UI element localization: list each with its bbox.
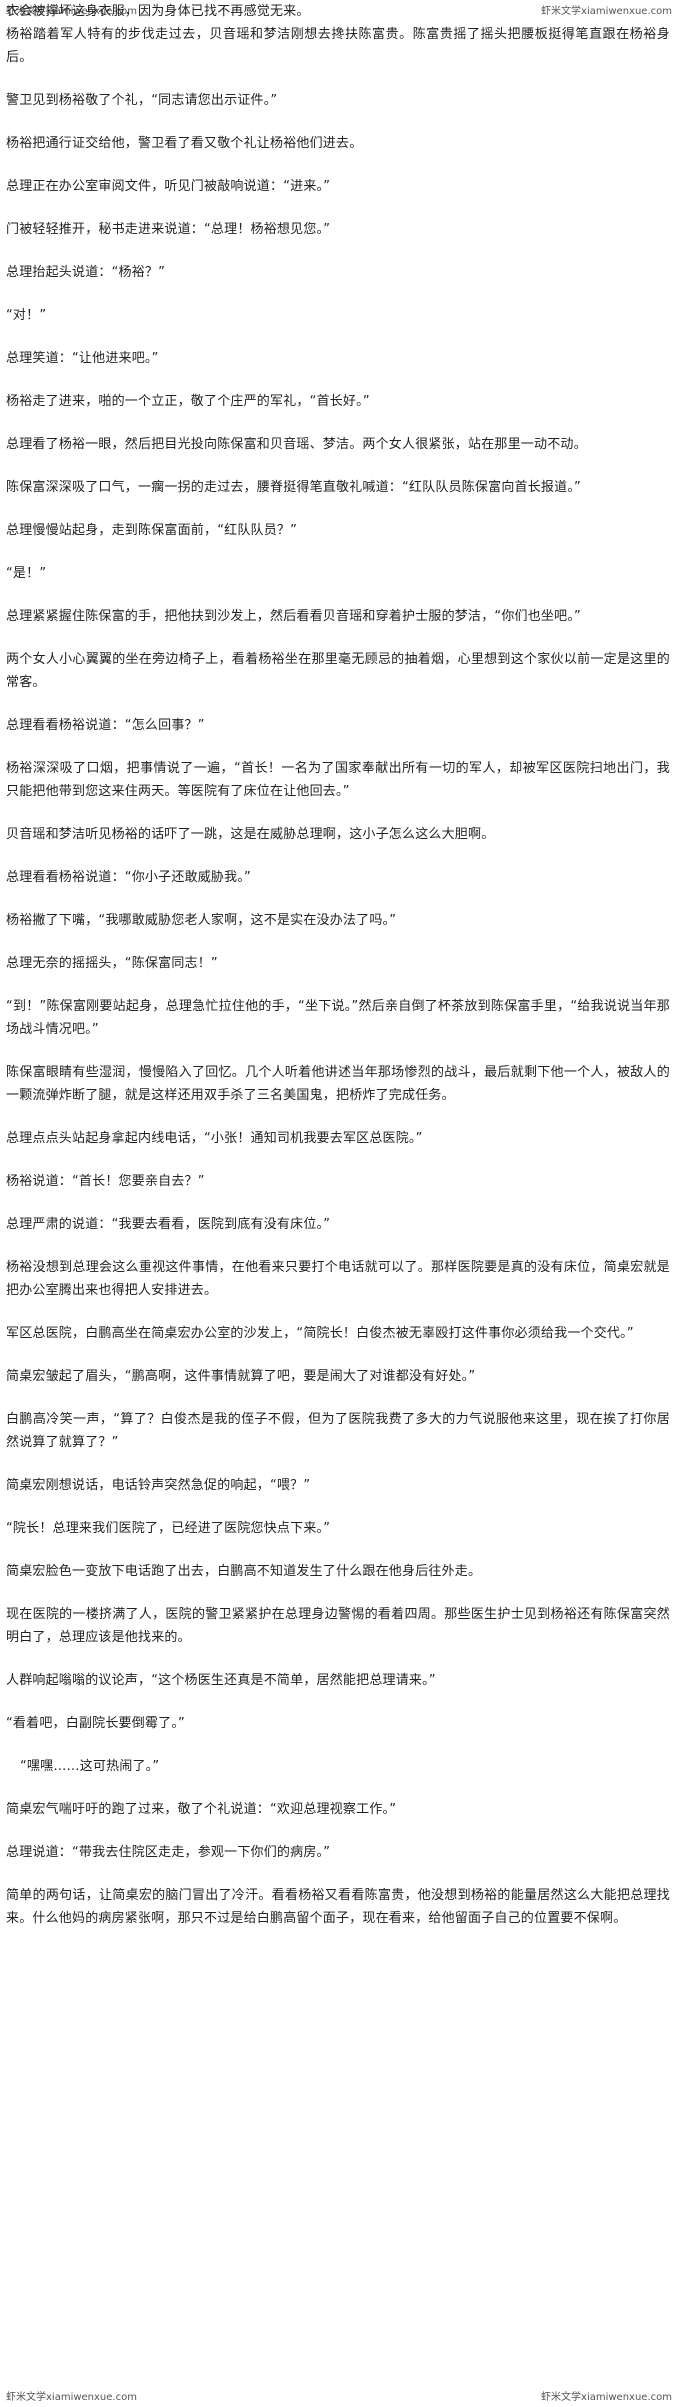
paragraph: 陈保富深深吸了口气，一瘸一拐的走过去，腰脊挺得笔直敬礼喊道：“红队队员陈保富向首… [6, 480, 581, 495]
watermark-bottom-left: 虾米文学xiamiwenxue.com [6, 2392, 137, 2403]
paragraph: “看着吧，白副院长要倒霉了。” [6, 1716, 185, 1731]
paragraph: 简桌宏气喘吁吁的跑了过来，敬了个礼说道：“欢迎总理视察工作。” [6, 1802, 397, 1817]
paragraph: 总理看了杨裕一眼，然后把目光投向陈保富和贝音瑶、梦洁。两个女人很紧张，站在那里一… [6, 437, 587, 452]
paragraph: 杨裕没想到总理会这么重视这件事情，在他看来只要打个电话就可以了。那样医院要是真的… [6, 1260, 670, 1298]
paragraph: 警卫见到杨裕敬了个礼，“同志请您出示证件。” [6, 93, 278, 108]
paragraph: 总理严肃的说道：“我要去看看，医院到底有没有床位。” [6, 1217, 331, 1232]
paragraph: 现在医院的一楼挤满了人，医院的警卫紧紧护在总理身边警惕的看着四周。那些医生护士见… [6, 1607, 670, 1645]
paragraph: 两个女人小心翼翼的坐在旁边椅子上，看着杨裕坐在那里毫无顾忌的抽着烟，心里想到这个… [6, 652, 670, 690]
paragraph: 简单的两句话，让简桌宏的脑门冒出了冷汗。看看杨裕又看看陈富贵，他没想到杨裕的能量… [6, 1888, 670, 1926]
paragraph: 杨裕把通行证交给他，警卫看了看又敬个礼让杨裕他们进去。 [6, 136, 363, 151]
paragraph: “是！” [6, 566, 47, 581]
paragraph: 杨裕深深吸了口烟，把事情说了一遍，“首长！一名为了国家奉献出所有一切的军人，却被… [6, 761, 670, 799]
paragraph: 总理说道：“带我去住院区走走，参观一下你们的病房。” [6, 1845, 331, 1860]
watermark-top-left: 虾米文学xiamiwenxue.com [6, 6, 137, 17]
paragraph: “对！” [6, 308, 47, 323]
paragraph: 贝音瑶和梦洁听见杨裕的话吓了一跳，这是在威胁总理啊，这小子怎么这么大胆啊。 [6, 827, 495, 842]
paragraph: 总理无奈的摇摇头，“陈保富同志！” [6, 956, 218, 971]
paragraph: “院长！总理来我们医院了，已经进了医院您快点下来。” [6, 1521, 331, 1536]
paragraph: 总理抬起头说道：“杨裕？” [6, 265, 166, 280]
paragraph: 杨裕撇了下嘴，“我哪敢威胁您老人家啊，这不是实在没办法了吗。” [6, 913, 397, 928]
paragraph: “嘿嘿……这可热闹了。” [20, 1759, 160, 1774]
paragraph: 杨裕走了进来，啪的一个立正，敬了个庄严的军礼，“首长好。” [6, 394, 370, 409]
paragraph: “到！”陈保富刚要站起身，总理急忙拉住他的手，“坐下说。”然后亲自倒了杯茶放到陈… [6, 999, 670, 1037]
paragraph: 总理慢慢站起身，走到陈保富面前，“红队队员？” [6, 523, 298, 538]
paragraph: 白鹏高冷笑一声，“算了？白俊杰是我的侄子不假，但为了医院我费了多大的力气说服他来… [6, 1412, 670, 1450]
paragraph: 总理笑道：“让他进来吧。” [6, 351, 159, 366]
paragraph: 杨裕踏着军人特有的步伐走过去，贝音瑶和梦洁刚想去搀扶陈富贵。陈富贵摇了摇头把腰板… [6, 27, 670, 65]
paragraph: 简桌宏刚想说话，电话铃声突然急促的响起，“喂？” [6, 1478, 311, 1493]
watermark-bottom-right: 虾米文学xiamiwenxue.com [541, 2392, 672, 2403]
article-body: 衣会被撑坏这身衣服，因为身体已找不再感觉无来。 杨裕踏着军人特有的步伐走过去，贝… [6, 0, 670, 1930]
paragraph: 总理紧紧握住陈保富的手，把他扶到沙发上，然后看看贝音瑶和穿着护士服的梦洁，“你们… [6, 609, 581, 624]
paragraph: 衣会被撑坏这身衣服，因为身体已找不再感觉无来。 [6, 4, 310, 19]
paragraph: 简桌宏皱起了眉头，“鹏高啊，这件事情就算了吧，要是闹大了对谁都没有好处。” [6, 1369, 476, 1384]
paragraph: 总理看看杨裕说道：“你小子还敢威胁我。” [6, 870, 251, 885]
paragraph: 军区总医院，白鹏高坐在简桌宏办公室的沙发上，“简院长！白俊杰被无辜殴打这件事你必… [6, 1326, 634, 1341]
paragraph: 总理点点头站起身拿起内线电话，“小张！通知司机我要去军区总医院。” [6, 1131, 423, 1146]
watermark-top-right: 虾米文学xiamiwenxue.com [541, 6, 672, 17]
paragraph: 简桌宏脸色一变放下电话跑了出去，白鹏高不知道发生了什么跟在他身后往外走。 [6, 1564, 482, 1579]
paragraph: 陈保富眼睛有些湿润，慢慢陷入了回忆。几个人听着他讲述当年那场惨烈的战斗，最后就剩… [6, 1065, 670, 1103]
paragraph: 杨裕说道：“首长！您要亲自去？” [6, 1174, 205, 1189]
paragraph: 总理正在办公室审阅文件，听见门被敲响说道：“进来。” [6, 179, 331, 194]
paragraph: 门被轻轻推开，秘书走进来说道：“总理！杨裕想见您。” [6, 222, 331, 237]
paragraph: 总理看看杨裕说道：“怎么回事？” [6, 718, 205, 733]
paragraph: 人群响起嗡嗡的议论声，“这个杨医生还真是不简单，居然能把总理请来。” [6, 1673, 436, 1688]
